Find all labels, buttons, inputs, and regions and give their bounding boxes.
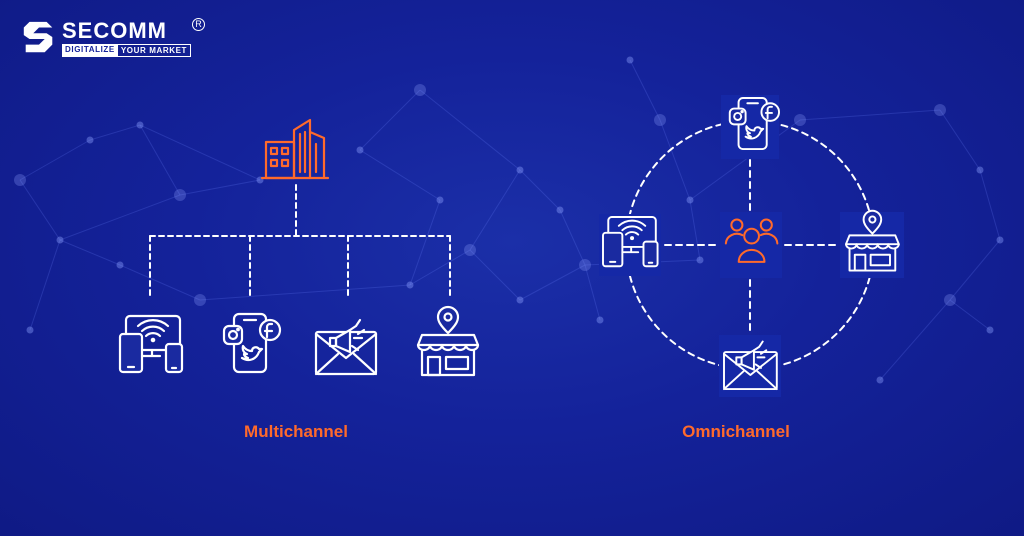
social-phone-icon xyxy=(222,312,282,374)
tagline-part-1: DIGITALIZE xyxy=(62,43,118,57)
omnichannel-label: Omnichannel xyxy=(682,422,790,441)
brand-tagline: DIGITALIZE YOUR MARKET xyxy=(62,43,192,57)
devices-icon xyxy=(118,314,184,374)
email-megaphone-icon xyxy=(314,318,378,376)
multichannel-connectors xyxy=(149,184,451,299)
buildings-icon xyxy=(260,118,330,180)
registered-mark: R xyxy=(192,18,205,31)
brand-name: SECOMM xyxy=(62,17,167,43)
multichannel-label: Multichannel xyxy=(244,422,348,441)
tagline-part-2: YOUR MARKET xyxy=(117,43,192,57)
brand-logo[interactable]: SECOMM DIGITALIZE YOUR MARKET R xyxy=(20,17,205,58)
secomm-logo-icon xyxy=(23,21,53,53)
store-location-icon xyxy=(416,305,480,377)
